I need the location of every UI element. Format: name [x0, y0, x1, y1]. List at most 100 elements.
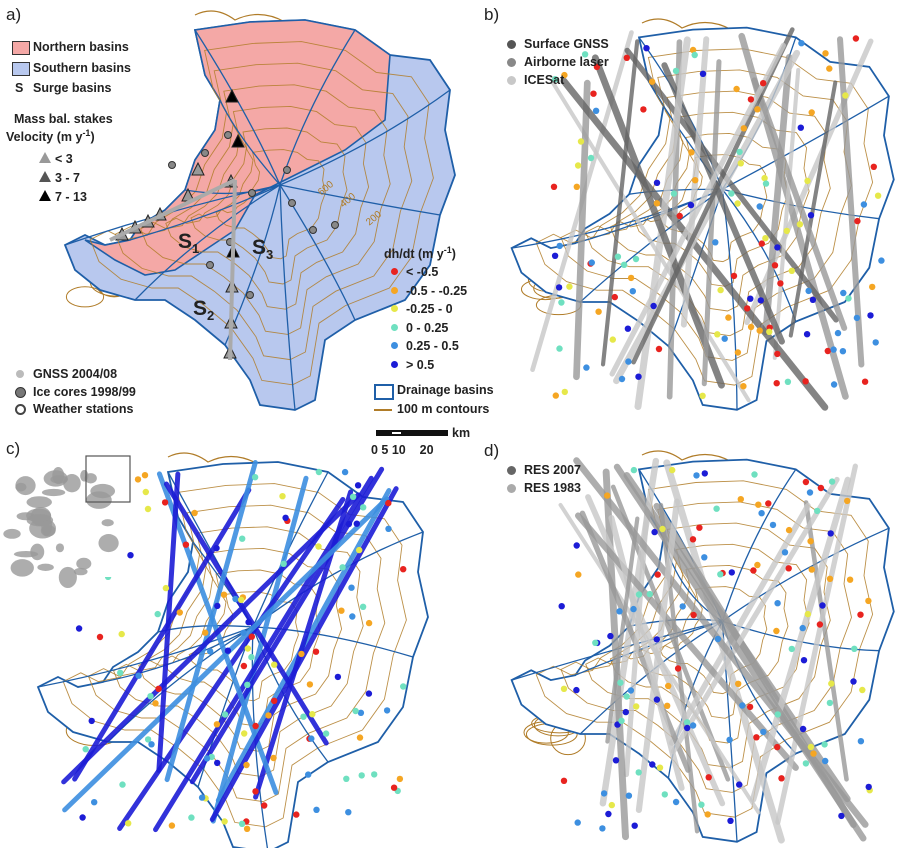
- dhdt-point-b: [766, 328, 773, 335]
- track-line-b: [762, 54, 793, 336]
- dhdt-point-c: [221, 711, 229, 718]
- dhdt-point-d: [618, 717, 625, 724]
- stake-triangle-dark: [39, 190, 51, 201]
- dhdt-point-c: [238, 820, 246, 827]
- panel-label-d: d): [484, 441, 500, 460]
- dhdt-point-c: [356, 546, 363, 554]
- dhdt-point-b: [552, 76, 559, 83]
- dhdt-point-d: [758, 510, 765, 517]
- dhdt-point-d: [746, 703, 754, 711]
- dhdt-point-b: [581, 51, 589, 58]
- dhdt-point-c: [188, 814, 195, 821]
- icesat-track: [72, 487, 252, 782]
- dhdt-point-b: [760, 80, 767, 87]
- dhdt-point-c: [357, 709, 365, 716]
- inset-land: [76, 557, 92, 570]
- dhdt-point-b: [588, 259, 595, 266]
- dhdt-point-c: [135, 672, 142, 679]
- legend-gnss: GNSS 2004/08: [33, 367, 118, 381]
- dhdt-point-b: [747, 96, 755, 103]
- dhdt-point-c: [147, 693, 154, 700]
- dhdt-point-d: [625, 792, 633, 799]
- dhdt-point-d: [701, 470, 708, 477]
- surface-gnss-dot: [507, 40, 516, 49]
- track-line-b: [591, 54, 725, 389]
- dhdt-point-c: [168, 822, 176, 829]
- dhdt-point-d: [865, 783, 872, 791]
- dhdt-point-c: [134, 476, 142, 483]
- legend-res1983: RES 1983: [524, 481, 581, 495]
- dhdt-point-d: [802, 478, 810, 486]
- ice-core-dot: [288, 199, 296, 207]
- basin-divide-a: [134, 184, 281, 301]
- dhdt-point-d: [599, 825, 606, 832]
- dhdt-point-c: [400, 566, 407, 573]
- dhdt-point-d: [760, 728, 767, 736]
- s1-sub: 1: [192, 241, 200, 257]
- dhdt-point-c: [161, 499, 169, 506]
- dhdt-point-c: [315, 468, 323, 476]
- dhdt-point-c: [271, 661, 278, 668]
- stakes-title: Mass bal. stakes: [14, 112, 113, 126]
- dhdt-point-d: [714, 635, 722, 643]
- dhdt-point-d: [765, 500, 772, 507]
- dhdt-point-b: [852, 35, 860, 42]
- dhdt-point-b: [689, 46, 697, 54]
- dhdt-point-c: [343, 775, 350, 782]
- dhdt-point-c: [213, 544, 220, 552]
- dhdt-point-c: [214, 759, 221, 767]
- s2-letter: S: [193, 297, 208, 320]
- southern-swatch: [12, 62, 30, 76]
- dhdt-point-c: [198, 794, 206, 801]
- dhdt-point-b: [734, 349, 742, 356]
- dhdt-point-b: [796, 221, 804, 228]
- dhdt-point-b: [611, 293, 618, 301]
- dhdt-point-d: [774, 743, 781, 751]
- basin-divide-a: [129, 184, 281, 241]
- dhdt-point-c: [176, 609, 183, 616]
- dhdt-point-b: [676, 212, 683, 220]
- dhdt-point-b: [561, 388, 568, 396]
- track-line-b: [573, 79, 591, 381]
- dhdt-point-d: [851, 645, 858, 652]
- dhdt-point-d: [754, 561, 761, 569]
- dhdt-point-d: [631, 822, 638, 829]
- dhdt-point-d: [614, 721, 621, 728]
- coast-c: [167, 452, 259, 465]
- dhdt-point-b: [714, 331, 721, 338]
- dhdt-point-d: [739, 702, 746, 709]
- dhdt-point-d: [560, 685, 568, 692]
- dhdt-point-c: [214, 602, 221, 610]
- inset-land: [58, 566, 77, 589]
- ice-contour-c: [113, 526, 364, 777]
- stake-triangle-light: [39, 152, 51, 163]
- dhdt-point-b: [824, 347, 831, 355]
- track-line-b: [600, 39, 640, 367]
- scale-unit: km: [452, 426, 471, 440]
- dhdt-point-d: [788, 645, 795, 653]
- dhdt-point-d: [705, 774, 712, 781]
- inset-highlight-box: [85, 455, 131, 503]
- inset-land: [101, 519, 114, 527]
- stake-triangle: [231, 133, 245, 148]
- dhdt-class-dot: [391, 342, 398, 349]
- gnss-track: [228, 179, 237, 361]
- dhdt-point-c: [245, 619, 252, 626]
- dhdt-point-c: [385, 499, 392, 507]
- dhdt-point-d: [802, 760, 810, 767]
- legend-drainage: Drainage basins: [397, 383, 494, 397]
- dhdt-point-b: [717, 286, 724, 294]
- dhdt-point-d: [672, 798, 680, 806]
- dhdt-point-b: [740, 125, 747, 132]
- dhdt-point-b: [761, 174, 768, 182]
- dhdt-point-d: [575, 571, 582, 578]
- dhdt-point-d: [806, 489, 814, 496]
- gnss-dot: [16, 370, 24, 378]
- legend-contours: 100 m contours: [397, 402, 490, 416]
- dhdt-point-b: [771, 262, 779, 269]
- dhdt-point-d: [713, 505, 720, 512]
- dhdt-point-d: [826, 575, 834, 582]
- icesat-track: [61, 492, 361, 785]
- dhdt-point-d: [689, 722, 697, 729]
- dhdt-point-d: [859, 686, 866, 694]
